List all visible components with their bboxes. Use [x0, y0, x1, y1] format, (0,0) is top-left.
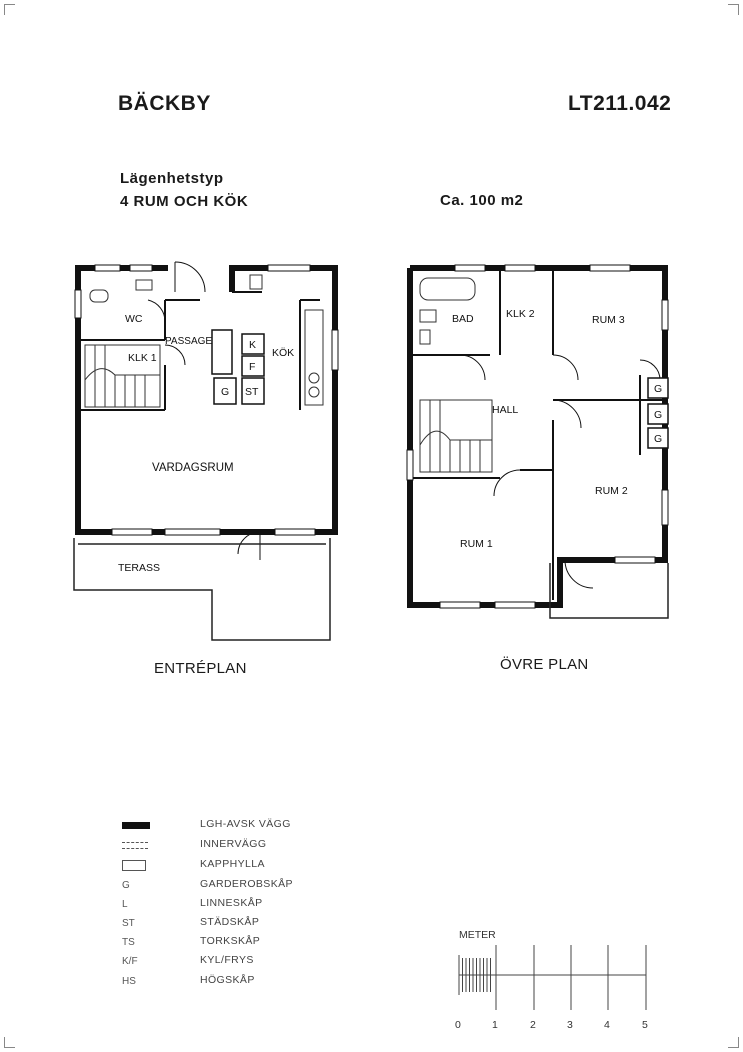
entre-doors — [147, 261, 261, 560]
cabinet-f: F — [249, 361, 255, 373]
apartment-type-value: 4 RUM OCH KÖK — [120, 193, 249, 210]
legend-row: LGH-AVSK VÄGG — [118, 816, 378, 834]
room-rum3: RUM 3 — [592, 314, 625, 326]
apartment-type: Lägenhetstyp 4 RUM OCH KÖK — [120, 167, 248, 213]
scale-label: METER — [459, 929, 496, 941]
apartment-wall-symbol — [122, 818, 154, 832]
crop-mark-bottom-left — [4, 1037, 15, 1048]
cabinet-k: K — [249, 339, 256, 351]
scale-tick-2: 2 — [530, 1019, 536, 1031]
room-hall: HALL — [492, 404, 518, 416]
apartment-size: Ca. 100 m2 — [440, 192, 524, 209]
crop-mark-top-right — [728, 4, 739, 15]
coat-rack-symbol — [122, 858, 154, 872]
inner-wall-symbol — [122, 838, 154, 852]
scale-tick-1: 1 — [492, 1019, 498, 1031]
entre-room-labels: WC PASSAGE KLK 1 KÖK K F G ST VARDAGSRUM… — [118, 313, 294, 574]
legend-row: HS HÖGSKÅP — [122, 974, 255, 987]
ovre-windows — [406, 264, 669, 609]
entre-stairs — [84, 344, 161, 408]
legend-row: L LINNESKÅP — [122, 897, 263, 910]
room-passage: PASSAGE — [165, 336, 212, 347]
scale-tick-4: 4 — [604, 1019, 610, 1031]
ovre-room-labels: BAD KLK 2 RUM 3 HALL G G G RUM 2 RUM 1 — [452, 308, 662, 550]
room-vardagsrum: VARDAGSRUM — [152, 462, 234, 474]
wardrobe-g2: G — [654, 409, 662, 421]
scale-tick-labels: 0 1 2 3 4 5 — [455, 1019, 648, 1031]
ovre-outer-walls — [407, 265, 668, 608]
crop-mark-top-left — [4, 4, 15, 15]
drawing-code: LT211.042 — [568, 92, 672, 115]
entre-floor-plan: WC PASSAGE KLK 1 KÖK K F G ST VARDAGSRUM… — [73, 261, 669, 641]
scale-tick-0: 0 — [455, 1019, 461, 1031]
room-terass: TERASS — [118, 562, 160, 574]
ovre-wardrobes — [647, 377, 669, 449]
entre-windows — [74, 264, 339, 536]
crop-mark-bottom-right — [728, 1037, 739, 1048]
legend-row: G GARDEROBSKÅP — [122, 878, 293, 891]
entre-terrace — [73, 538, 331, 641]
scale-tick-3: 3 — [567, 1019, 573, 1031]
legend-row: ST STÄDSKÅP — [122, 916, 260, 929]
cabinet-st: ST — [245, 386, 259, 398]
ovre-bath-fixtures — [419, 277, 476, 345]
wardrobe-g1: G — [654, 383, 662, 395]
room-kok: KÖK — [272, 347, 294, 359]
ovre-doors — [459, 354, 661, 589]
legend-row: TS TORKSKÅP — [122, 935, 261, 948]
ovre-inner-walls — [413, 270, 662, 600]
room-bad: BAD — [452, 313, 474, 325]
scale-tick-5: 5 — [642, 1019, 648, 1031]
legend-row: K/F KYL/FRYS — [122, 954, 254, 967]
ovre-plan-label: ÖVRE PLAN — [500, 656, 589, 673]
room-rum2: RUM 2 — [595, 485, 628, 497]
legend-row: INNERVÄGG — [118, 836, 378, 854]
entre-outer-walls — [75, 265, 338, 535]
area-name: BÄCKBY — [118, 92, 211, 115]
ovre-stairs — [419, 399, 493, 473]
ovre-balcony — [549, 563, 669, 619]
wardrobe-g3: G — [654, 433, 662, 445]
room-rum1: RUM 1 — [460, 538, 493, 550]
room-wc: WC — [125, 313, 143, 325]
cabinet-g: G — [221, 386, 229, 398]
entre-kitchen-counter — [249, 274, 324, 406]
room-klk2: KLK 2 — [506, 308, 535, 320]
scale-major-ticks — [459, 945, 647, 1010]
entre-plan-label: ENTRÉPLAN — [154, 660, 247, 677]
apartment-type-label: Lägenhetstyp — [120, 170, 224, 187]
room-klk1: KLK 1 — [128, 352, 157, 364]
entre-kitchen-cabinets — [211, 329, 265, 405]
entre-wc-fixtures — [89, 279, 153, 303]
legend-row: KAPPHYLLA — [118, 856, 378, 874]
scale-bar: METER 0 1 2 3 4 5 — [455, 929, 648, 1031]
